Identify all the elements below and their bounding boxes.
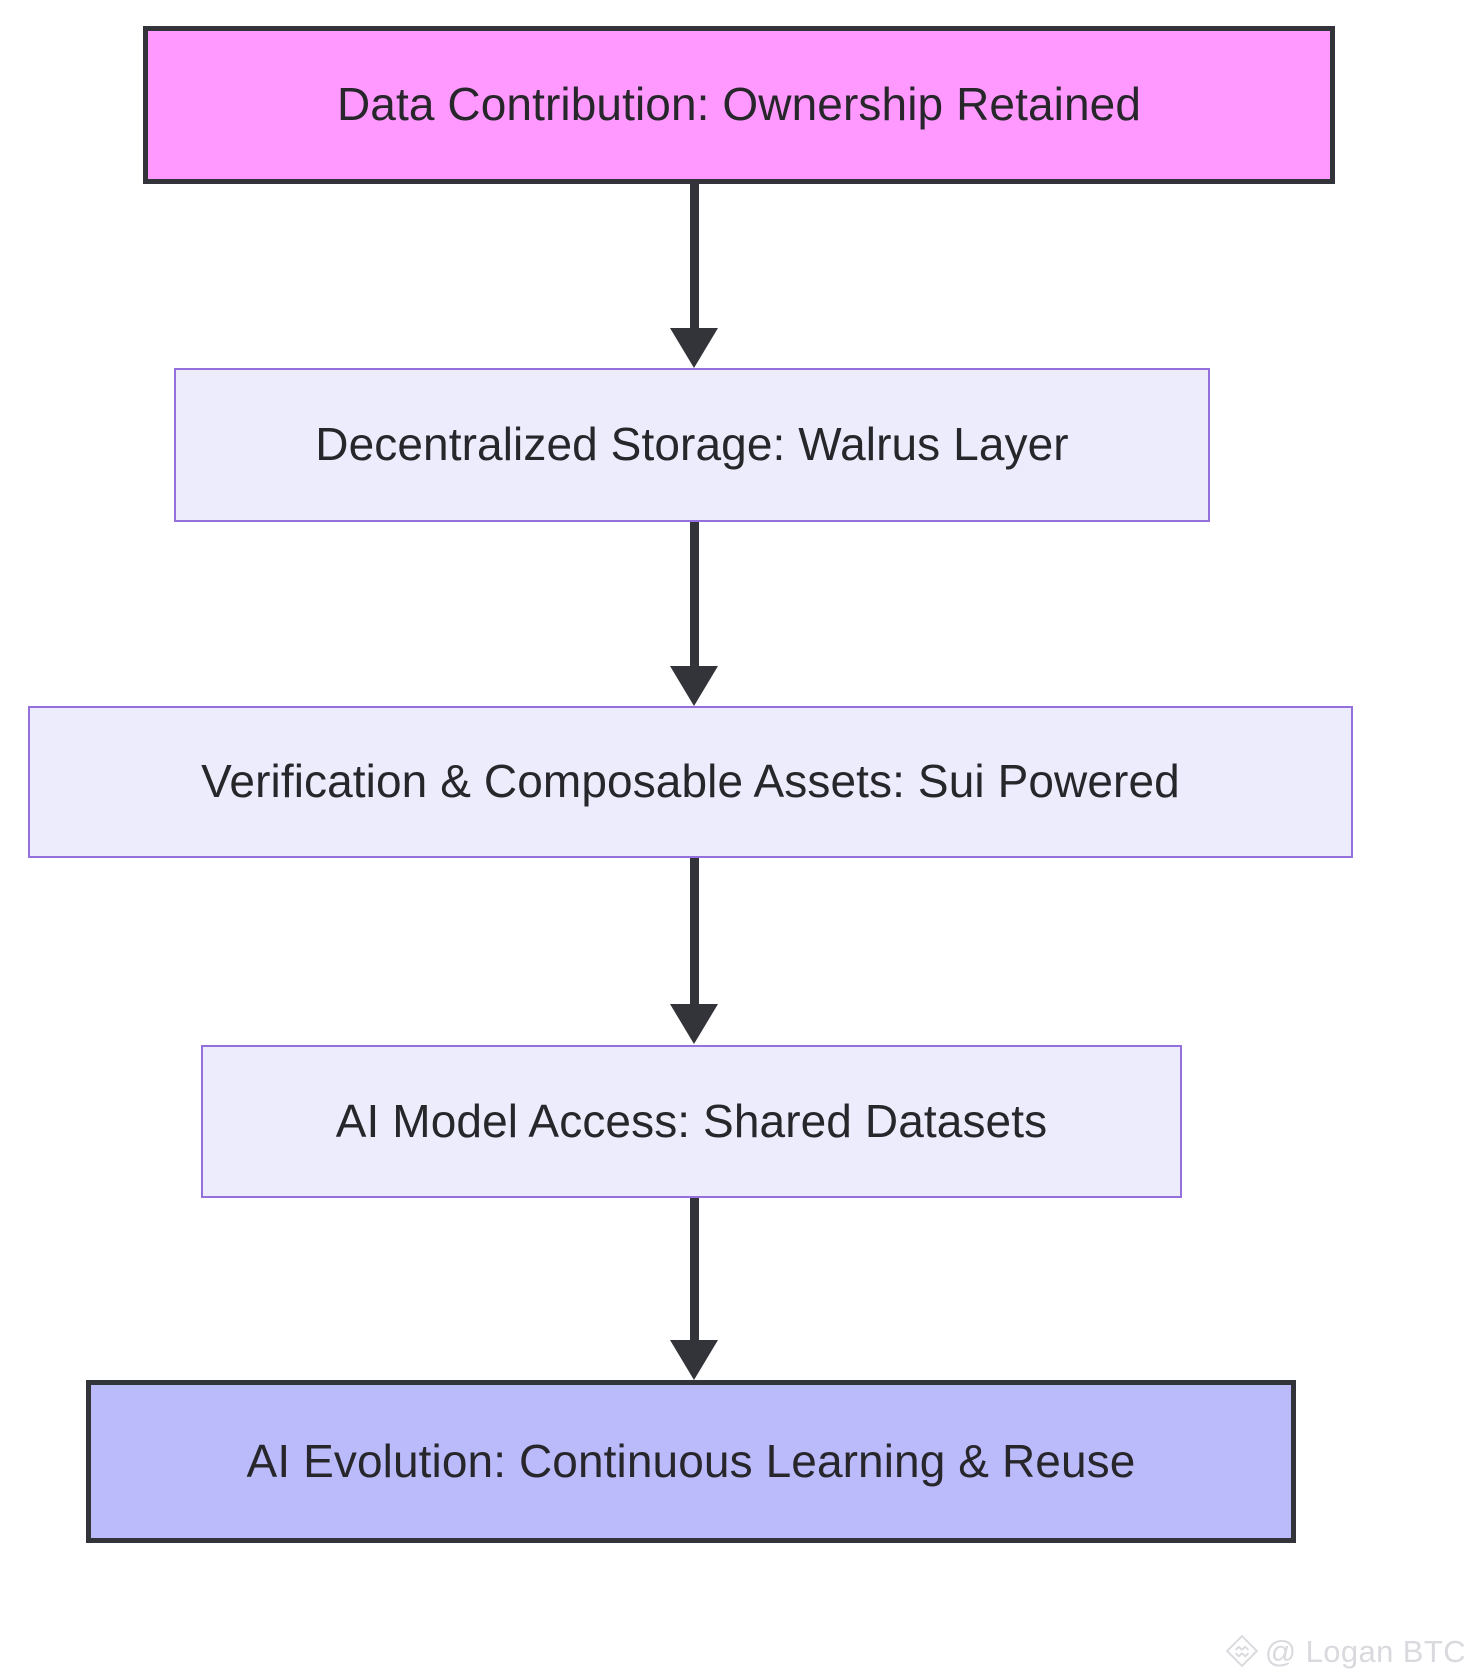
- watermark: @ Logan BTC: [1225, 1634, 1466, 1668]
- node-verification-composable-assets[interactable]: Verification & Composable Assets: Sui Po…: [28, 706, 1353, 858]
- arrowhead-down-icon: [670, 328, 718, 368]
- arrowhead-down-icon: [670, 1340, 718, 1380]
- edge-line: [690, 520, 699, 670]
- edge-line: [690, 182, 699, 332]
- arrowhead-down-icon: [670, 666, 718, 706]
- node-data-contribution[interactable]: Data Contribution: Ownership Retained: [143, 26, 1335, 184]
- node-ai-model-access[interactable]: AI Model Access: Shared Datasets: [201, 1045, 1182, 1198]
- node-label: Data Contribution: Ownership Retained: [336, 78, 1142, 131]
- diamond-logo-icon: [1225, 1634, 1258, 1668]
- node-label: AI Evolution: Continuous Learning & Reus…: [246, 1434, 1136, 1487]
- node-label: AI Model Access: Shared Datasets: [335, 1094, 1048, 1147]
- node-label: Decentralized Storage: Walrus Layer: [315, 418, 1069, 471]
- edge-line: [690, 856, 699, 1008]
- node-ai-evolution[interactable]: AI Evolution: Continuous Learning & Reus…: [86, 1380, 1296, 1543]
- node-label: Verification & Composable Assets: Sui Po…: [201, 755, 1180, 808]
- edge-line: [690, 1196, 699, 1344]
- node-decentralized-storage[interactable]: Decentralized Storage: Walrus Layer: [174, 368, 1210, 522]
- arrowhead-down-icon: [670, 1004, 718, 1044]
- watermark-text: @ Logan BTC: [1264, 1633, 1466, 1669]
